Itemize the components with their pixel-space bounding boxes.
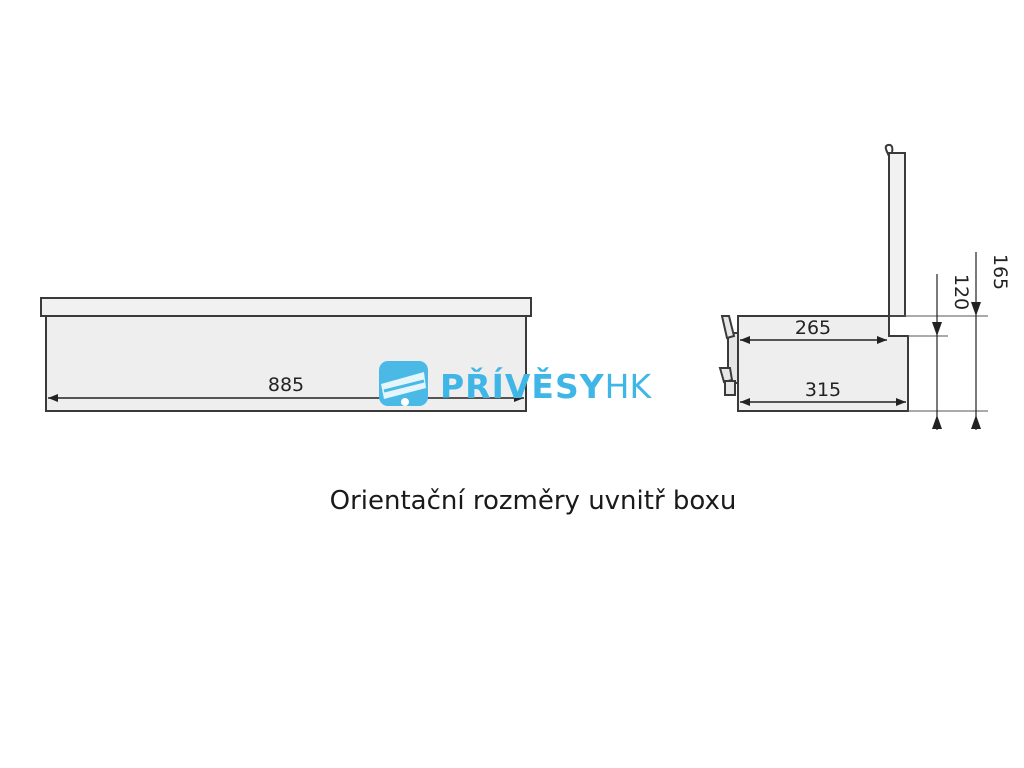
- logo-text-suffix: HK: [605, 367, 653, 406]
- caption: Orientační rozměry uvnitř boxu: [329, 486, 737, 516]
- front-length-label: 885: [268, 374, 304, 396]
- inner-height-arrow-down: [932, 322, 942, 336]
- inner-height-arrow-up: [932, 415, 942, 429]
- inner-height-label: 120: [950, 274, 972, 310]
- logo-text: PŘÍVĚSYHK: [440, 366, 652, 406]
- front-view: 885: [40, 297, 532, 412]
- logo-text-main: PŘÍVĚSY: [440, 366, 605, 406]
- total-height-arrow-up: [971, 415, 981, 429]
- front-view-lid: [40, 297, 532, 317]
- trailer-logo-icon: [379, 361, 428, 406]
- side-view-open-lid: [888, 152, 906, 317]
- lid-hook: [884, 143, 894, 157]
- side-inner-depth-label: 265: [795, 317, 831, 339]
- logo-watermark: PŘÍVĚSYHK: [379, 361, 652, 406]
- total-height-label: 165: [989, 254, 1011, 290]
- side-view: 265 315 120 165: [718, 143, 1011, 430]
- latch-handle-icon: [718, 315, 739, 396]
- side-outer-depth-label: 315: [805, 379, 841, 401]
- total-height-arrow-down: [971, 302, 981, 316]
